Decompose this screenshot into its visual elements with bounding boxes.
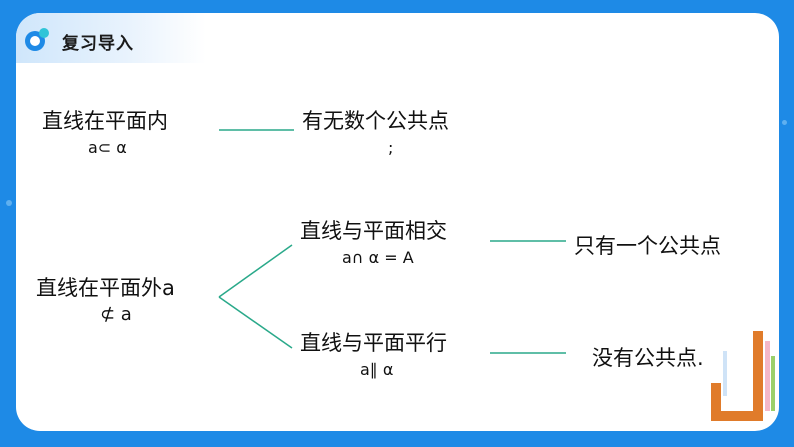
branch-lower-line bbox=[219, 297, 292, 348]
intersect-title: 直线与平面相交 bbox=[300, 215, 447, 245]
slide-canvas: 复习导入 直线在平面内 a⊂ α 有无数个公共点 ; 直线在平面外a ⊄ a 直… bbox=[16, 13, 779, 431]
bookend-decoration-icon bbox=[709, 321, 779, 431]
parallel-title: 直线与平面平行 bbox=[300, 327, 447, 357]
intersect-result: 只有一个公共点 bbox=[574, 230, 721, 260]
outside-plane-notation: ⊄ a bbox=[100, 304, 132, 325]
background-dot bbox=[6, 200, 12, 206]
background-dot bbox=[782, 120, 787, 125]
parallel-result: 没有公共点. bbox=[592, 342, 704, 372]
inside-plane-result: 有无数个公共点 bbox=[302, 105, 449, 135]
inside-plane-title: 直线在平面内 bbox=[42, 105, 168, 135]
outside-plane-title: 直线在平面外a bbox=[36, 272, 175, 302]
inside-plane-result-mark: ; bbox=[388, 138, 393, 157]
inside-plane-notation: a⊂ α bbox=[88, 138, 127, 157]
branch-upper-line bbox=[219, 245, 292, 297]
intersect-notation: a∩ α = A bbox=[342, 248, 414, 267]
parallel-notation: a∥ α bbox=[360, 360, 393, 379]
